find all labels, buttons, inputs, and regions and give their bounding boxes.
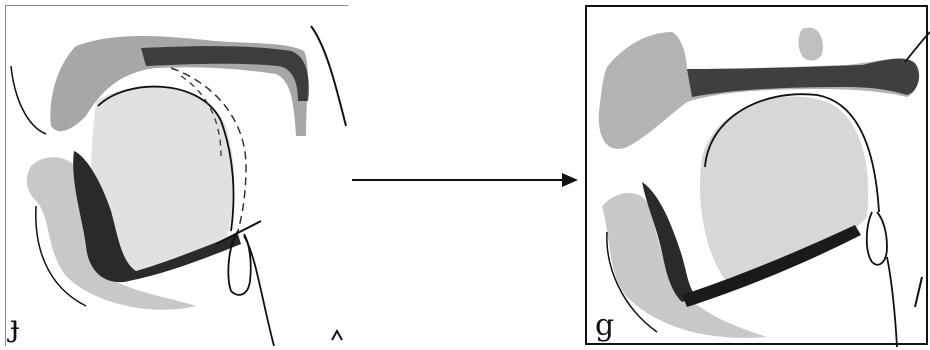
larynx-line [244, 236, 274, 346]
caret-mark [332, 331, 342, 340]
phonetic-symbol-palatal: ɟ [10, 312, 19, 342]
upper-lip-outline [11, 66, 46, 134]
tongue-shading [700, 97, 868, 282]
edge-stroke [915, 277, 922, 307]
pharynx-wall-line [311, 26, 346, 126]
larynx-line [887, 257, 897, 347]
epiglottis-outline [867, 212, 887, 265]
velum-shading [799, 28, 823, 61]
velar-diagram-panel: g [585, 5, 928, 345]
palatal-diagram-panel: ɟ [5, 5, 348, 346]
transition-arrow [350, 170, 580, 190]
pharynx-wall-line [905, 32, 930, 62]
phonetic-symbol-velar: g [595, 311, 614, 341]
palatal-vocal-tract-drawing [6, 6, 348, 346]
velar-vocal-tract-drawing [587, 7, 930, 347]
